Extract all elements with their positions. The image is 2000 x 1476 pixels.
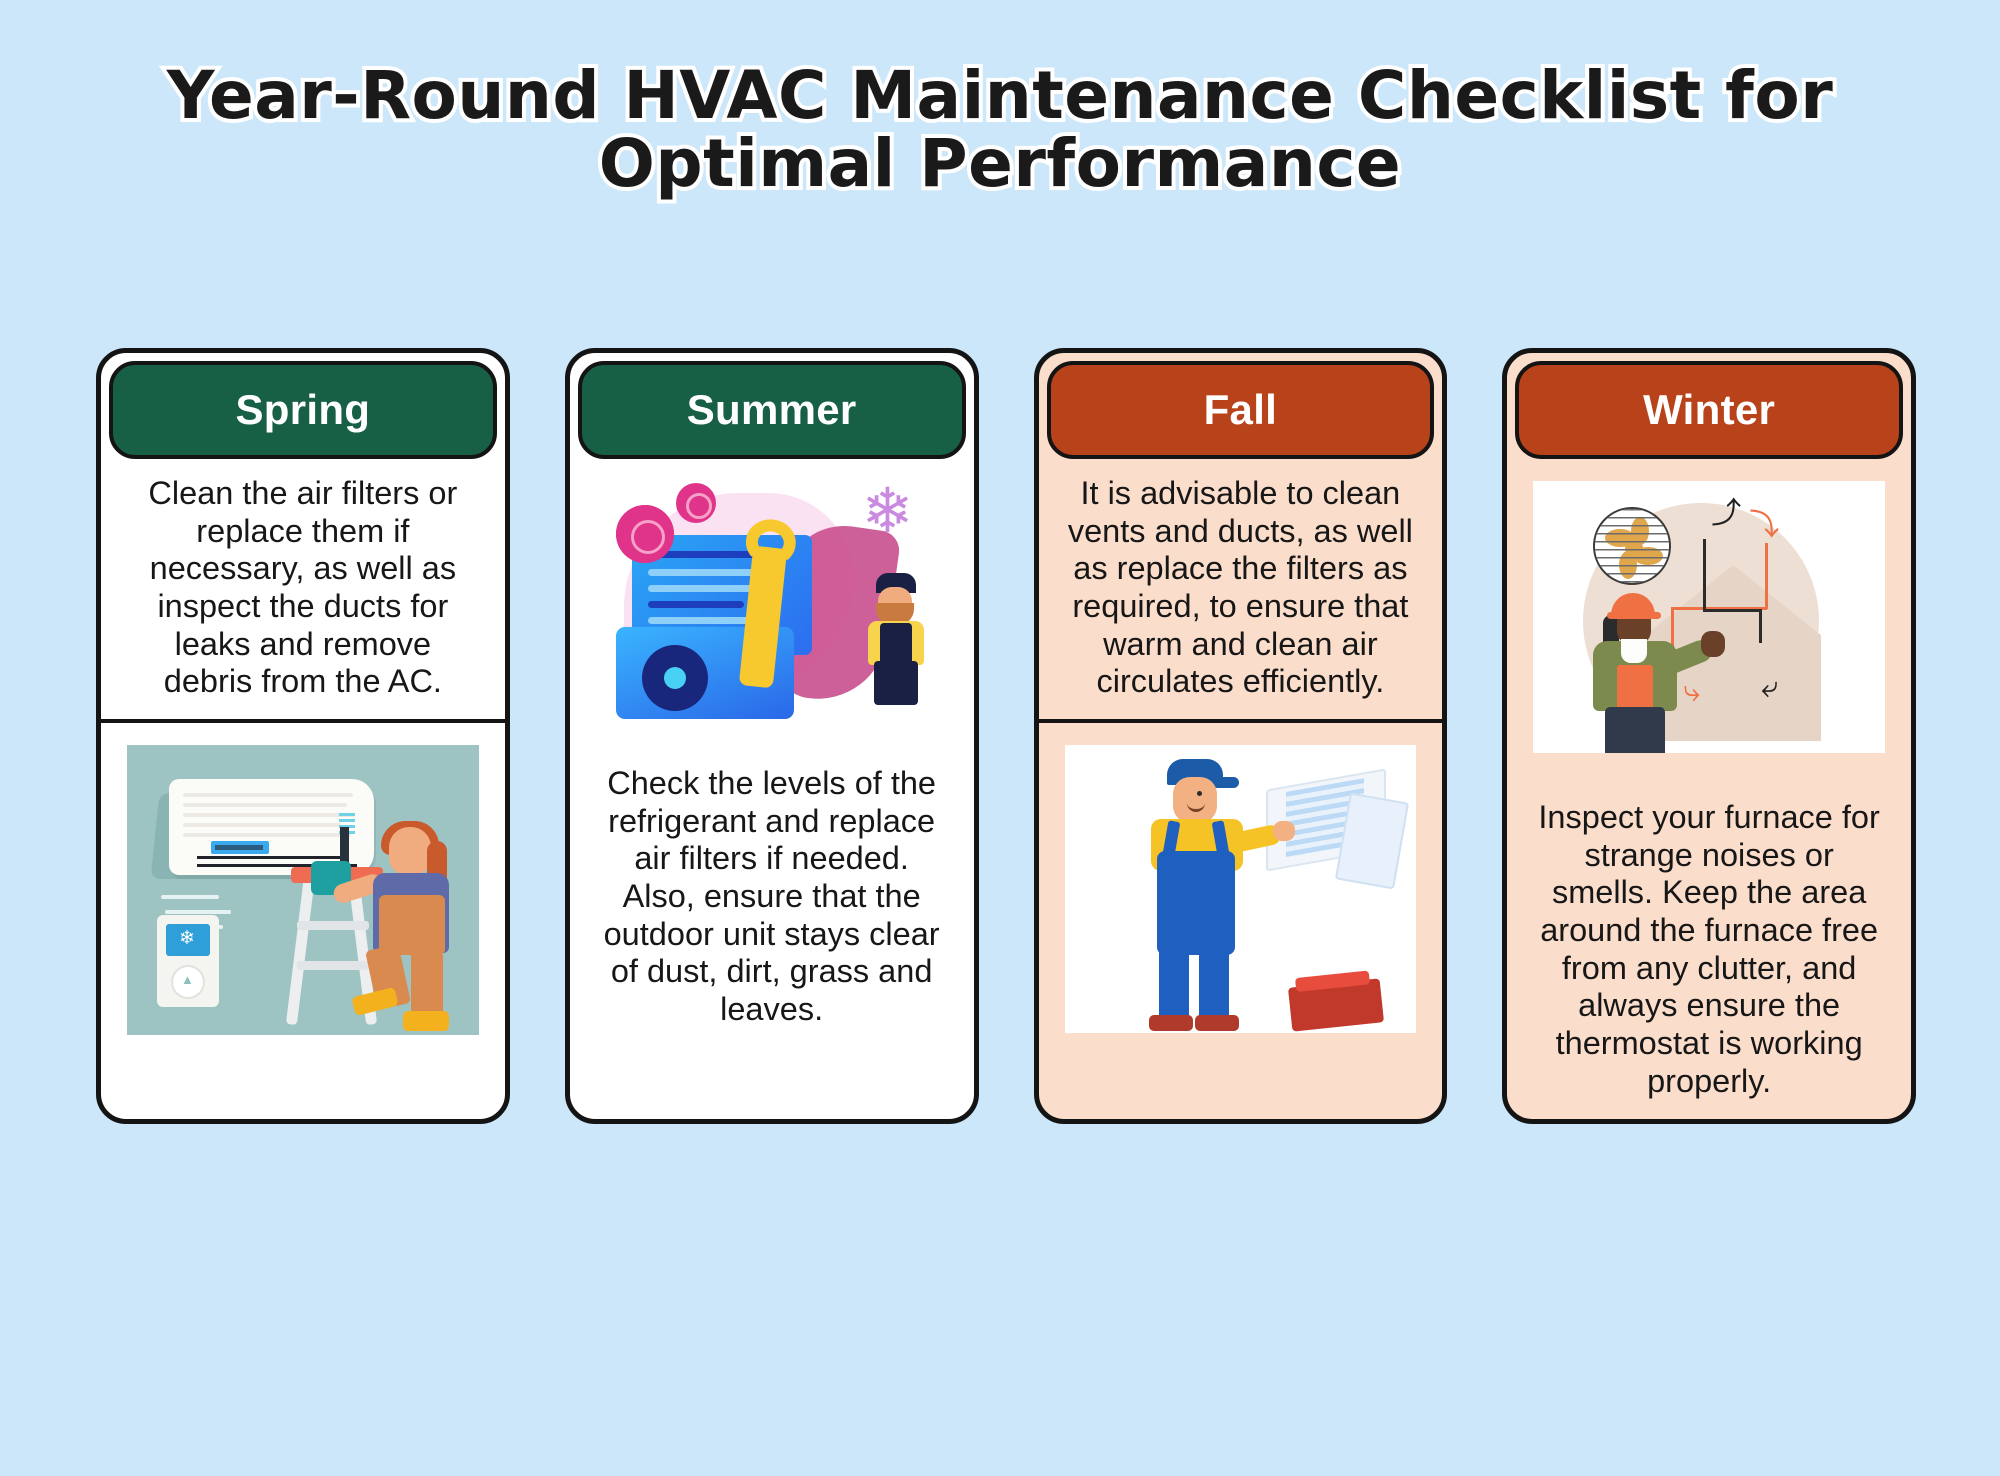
card-header-label-fall: Fall (1203, 386, 1278, 433)
season-card-fall: Fall It is advisable to clean vents and … (1033, 348, 1448, 1124)
season-card-spring: Spring Clean the air filters or replace … (96, 348, 510, 1124)
thermostat-icon (157, 915, 219, 1008)
card-header-winter: Winter (1515, 361, 1903, 459)
card-divider-fall (1038, 719, 1443, 724)
airflow-arrow-down-icon: ⤵ (1749, 509, 1780, 542)
card-header-label-winter: Winter (1643, 386, 1776, 433)
season-card-row: Spring Clean the air filters or replace … (96, 348, 1916, 1124)
hvac-service-gears-wrench-illustration: ❄ (594, 477, 950, 727)
card-body-text-spring: Clean the air filters or replace them if… (148, 475, 458, 700)
gear-icon (615, 505, 674, 563)
gear-icon-small (675, 483, 716, 523)
fan-icon (641, 645, 708, 711)
card-header-fall: Fall (1046, 361, 1435, 459)
season-card-winter: Winter ⤴ ⤵ ⤷ ⤶ (1502, 348, 1916, 1124)
card-illustration-zone-summer: ❄ (570, 459, 974, 749)
airflow-arrow-exit-icon: ⤶ (1761, 671, 1779, 704)
vent-fan-icon (1593, 507, 1672, 585)
card-header-summer: Summer (577, 361, 966, 459)
page-title-container: Year-Round HVAC Maintenance Checklist fo… (100, 57, 1900, 202)
card-body-text-summer: Check the levels of the refrigerant and … (603, 765, 940, 1028)
card-illustration-zone-fall (1039, 723, 1443, 1063)
card-illustration-zone-winter: ⤴ ⤵ ⤷ ⤶ (1507, 459, 1911, 783)
snowflake-icon: ❄ (861, 477, 914, 546)
card-body-text-fall: It is advisable to clean vents and ducts… (1067, 475, 1413, 700)
hvac-inspector-ductwork-airflow-illustration: ⤴ ⤵ ⤷ ⤶ (1533, 481, 1885, 753)
technician-installing-ac-filter-illustration (1064, 745, 1417, 1034)
worker-figure (860, 573, 932, 705)
card-divider-spring (101, 719, 505, 724)
card-header-label-spring: Spring (235, 386, 371, 433)
airflow-arrow-return-icon: ⤷ (1683, 675, 1701, 708)
page-title: Year-Round HVAC Maintenance Checklist fo… (163, 57, 1837, 202)
card-header-label-summer: Summer (686, 386, 857, 433)
card-header-spring: Spring (109, 361, 497, 459)
card-body-text-winter: Inspect your furnace for strange noises … (1538, 799, 1880, 1099)
ac-unit-technician-drill-illustration (127, 745, 479, 1036)
technician-figure (1121, 759, 1295, 1032)
airflow-arrow-up-icon: ⤴ (1711, 497, 1742, 530)
season-card-summer: Summer ❄ (564, 348, 979, 1124)
inspector-figure (1583, 593, 1726, 753)
toolbox-icon (1288, 978, 1385, 1032)
clipboard-icon (1617, 665, 1654, 711)
card-illustration-zone-spring (101, 723, 505, 1065)
technician-figure (310, 813, 469, 1032)
